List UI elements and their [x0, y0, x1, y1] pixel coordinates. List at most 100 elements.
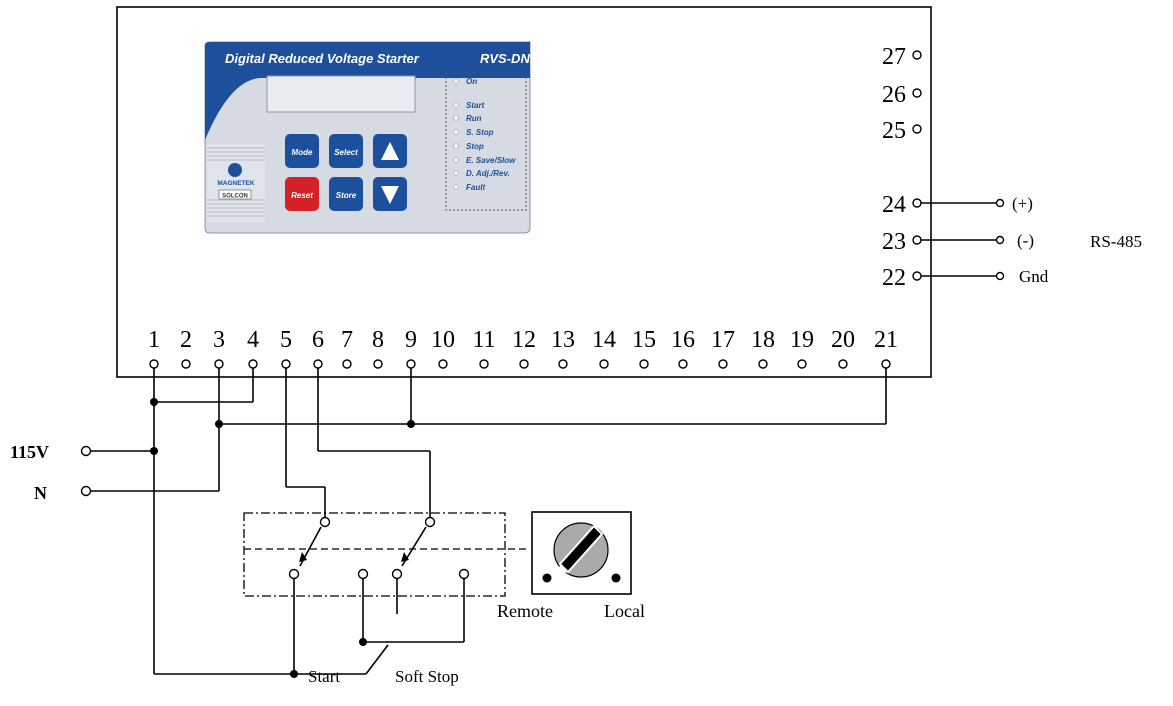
up-arrow-button[interactable] — [373, 134, 407, 168]
terminal-26-label: 26 — [882, 82, 906, 108]
terminal-18[interactable] — [758, 359, 768, 369]
select-button[interactable]: Select — [329, 134, 363, 168]
status-led-icon — [453, 170, 459, 176]
terminal-2[interactable] — [181, 359, 191, 369]
terminal-23[interactable] — [912, 235, 922, 245]
terminal-24-label: 24 — [882, 192, 906, 218]
terminal-20[interactable] — [838, 359, 848, 369]
led-label: Run — [466, 114, 482, 123]
terminal-7[interactable] — [342, 359, 352, 369]
led-label: S. Stop — [466, 128, 494, 137]
keypad-panel: Digital Reduced Voltage Starter RVS-DN M… — [204, 41, 531, 234]
terminal-10[interactable] — [438, 359, 448, 369]
status-led-icon — [453, 102, 459, 108]
selector-local-label: Local — [604, 601, 645, 621]
brand-magnetek: MAGNETEK — [217, 180, 255, 187]
terminal-6[interactable] — [313, 359, 323, 369]
terminal-21-label: 21 — [874, 327, 898, 353]
terminal-8[interactable] — [373, 359, 383, 369]
status-led-icon — [453, 184, 459, 190]
terminal-14[interactable] — [599, 359, 609, 369]
rs485-wiring: (+) (-) Gnd RS-485 — [921, 194, 1142, 286]
terminal-4[interactable] — [248, 359, 258, 369]
terminal-9-label: 9 — [405, 327, 417, 353]
terminal-16[interactable] — [678, 359, 688, 369]
store-button-label: Store — [336, 191, 357, 200]
terminal-3-label: 3 — [213, 327, 225, 353]
terminal-1[interactable] — [149, 359, 159, 369]
terminal-17[interactable] — [718, 359, 728, 369]
terminal-18-label: 18 — [751, 327, 775, 353]
terminal-13-label: 13 — [551, 327, 575, 353]
panel-model: RVS-DN — [480, 51, 530, 66]
selector-remote-label: Remote — [497, 601, 553, 621]
supply-neutral-label: N — [34, 483, 47, 503]
panel-title: Digital Reduced Voltage Starter — [225, 51, 420, 66]
led-label: Stop — [466, 142, 484, 151]
rs485-minus-label: (-) — [1017, 231, 1034, 250]
terminal-16-label: 16 — [671, 327, 695, 353]
terminal-15-label: 15 — [632, 327, 656, 353]
brand-strip — [207, 144, 265, 222]
terminal-13[interactable] — [558, 359, 568, 369]
store-button[interactable]: Store — [329, 177, 363, 211]
rs485-gnd-label: Gnd — [1019, 267, 1049, 286]
up-arrow-icon — [381, 142, 399, 160]
terminal-21[interactable] — [881, 359, 891, 369]
terminal-27-label: 27 — [882, 44, 906, 70]
terminal-8-label: 8 — [372, 327, 384, 353]
select-button-label: Select — [334, 148, 358, 157]
led-label: E. Save/Slow — [466, 156, 516, 165]
terminal-19[interactable] — [797, 359, 807, 369]
magnetek-logo-icon — [228, 163, 242, 177]
terminal-22[interactable] — [912, 271, 922, 281]
mode-button[interactable]: Mode — [285, 134, 319, 168]
status-led-icon — [453, 157, 459, 163]
terminal-19-label: 19 — [790, 327, 814, 353]
status-led-icon — [453, 115, 459, 121]
terminal-15[interactable] — [639, 359, 649, 369]
status-led-icon — [453, 143, 459, 149]
terminal-12[interactable] — [519, 359, 529, 369]
led-status-box — [445, 72, 527, 211]
terminal-17-label: 17 — [711, 327, 735, 353]
down-arrow-button[interactable] — [373, 177, 407, 211]
terminal-26[interactable] — [912, 88, 922, 98]
supply-115v-label: 115V — [10, 442, 49, 462]
terminal-9[interactable] — [406, 359, 416, 369]
terminal-6-label: 6 — [312, 327, 324, 353]
brand-solcon: SOLCON — [222, 194, 248, 200]
soft-stop-label: Soft Stop — [395, 667, 459, 686]
status-led-icon — [453, 129, 459, 135]
led-label: On — [466, 77, 477, 86]
start-soft-stop-pushbutton[interactable]: Start Soft Stop — [308, 644, 459, 686]
led-label: D. Adj./Rev. — [466, 169, 510, 178]
terminal-24[interactable] — [912, 198, 922, 208]
panel-header-band — [205, 42, 530, 140]
terminal-22-label: 22 — [882, 265, 906, 291]
terminal-1-label: 1 — [148, 327, 160, 353]
terminal-27[interactable] — [912, 50, 922, 60]
display-window — [266, 75, 416, 113]
terminal-11[interactable] — [479, 359, 489, 369]
terminal-25[interactable] — [912, 124, 922, 134]
terminal-5-label: 5 — [280, 327, 292, 353]
terminal-5[interactable] — [281, 359, 291, 369]
terminal-12-label: 12 — [512, 327, 536, 353]
reset-button[interactable]: Reset — [285, 177, 319, 211]
terminal-25-label: 25 — [882, 118, 906, 144]
led-label: Start — [466, 101, 485, 110]
selector-switch[interactable]: Remote Local — [497, 511, 645, 621]
terminal-7-label: 7 — [341, 327, 353, 353]
terminal-10-label: 10 — [431, 327, 455, 353]
terminal-3[interactable] — [214, 359, 224, 369]
starter-enclosure — [116, 6, 932, 378]
selector-switch-contacts — [243, 512, 530, 678]
down-arrow-icon — [381, 186, 399, 204]
rs485-label: RS-485 — [1090, 232, 1142, 251]
terminal-4-label: 4 — [247, 327, 259, 353]
